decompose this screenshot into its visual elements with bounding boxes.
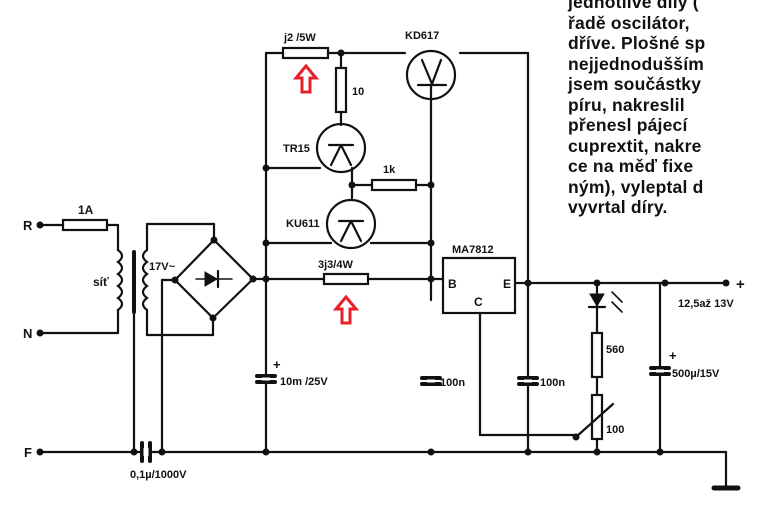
article-line: ným), vyleptal d bbox=[568, 176, 704, 197]
terminal-n-label: N bbox=[23, 326, 32, 341]
highlight-arrow-up-icon bbox=[292, 63, 320, 94]
cap-out-plus-sign: + bbox=[669, 348, 677, 363]
article-line: řadě oscilátor, bbox=[568, 12, 690, 33]
transistor-leg bbox=[329, 143, 343, 167]
terminal-r-label: R bbox=[23, 218, 33, 233]
transformer-secondary bbox=[141, 248, 149, 312]
fuse-label: 1A bbox=[78, 203, 94, 217]
r-10-label: 10 bbox=[352, 86, 364, 98]
r-sense-label: 3j3/4W bbox=[318, 259, 353, 271]
c-100n-b-label: 100n bbox=[540, 377, 565, 389]
highlight-arrow-up-icon bbox=[332, 294, 360, 325]
cap-plus-sign: + bbox=[273, 357, 281, 372]
output-plus-sign: + bbox=[736, 276, 745, 293]
mains-label: síť bbox=[93, 275, 109, 289]
ku611-label: KU611 bbox=[286, 218, 320, 230]
article-line: jsem součástky bbox=[568, 74, 702, 94]
resistor-560 bbox=[590, 331, 604, 379]
output-voltage-label: 12,5až 13V bbox=[678, 298, 734, 310]
c-out-label: 500µ/15V bbox=[672, 368, 720, 380]
kd617-label: KD617 bbox=[405, 30, 439, 42]
article-text: jednotlivé díly ( řadě oscilátor, dříve.… bbox=[568, 0, 780, 218]
reg-pin-e: E bbox=[503, 277, 511, 291]
pot-wiper bbox=[574, 402, 615, 439]
article-line: jednotlivé díly ( bbox=[568, 0, 699, 12]
tr15-label: TR15 bbox=[283, 143, 310, 155]
resistor-10 bbox=[334, 66, 348, 114]
transistor-leg bbox=[430, 58, 443, 86]
transistor-leg bbox=[420, 58, 434, 86]
diode-icon bbox=[204, 271, 218, 287]
article-line: píru, nakreslil bbox=[568, 94, 685, 115]
article-line: vyvrtal díry. bbox=[568, 197, 668, 217]
terminal-f-label: F bbox=[24, 445, 32, 460]
fuse-symbol bbox=[61, 218, 109, 232]
article-line: přenesl pájecí bbox=[568, 115, 688, 135]
regulator-label: MA7812 bbox=[452, 244, 494, 256]
c-100n-a-label: 100n bbox=[440, 377, 465, 389]
resistor-3j3 bbox=[322, 272, 370, 286]
transistor-tr15 bbox=[315, 122, 367, 174]
transistor-ku611 bbox=[325, 198, 377, 250]
transistor-leg bbox=[339, 219, 353, 243]
r-560-label: 560 bbox=[606, 344, 624, 356]
article-line: nejjednodušším bbox=[568, 53, 705, 74]
resistor-j2 bbox=[281, 46, 330, 60]
junction-dots bbox=[36, 49, 730, 456]
r-top-label: j2 /5W bbox=[283, 32, 316, 44]
article-line: cuprextit, nakre bbox=[568, 135, 702, 156]
led-icon bbox=[589, 293, 605, 307]
article-line: ce na měď fixe bbox=[568, 156, 694, 176]
c-mains-label: 0,1µ/1000V bbox=[130, 469, 187, 481]
c-filter-label: 10m /25V bbox=[280, 376, 328, 388]
reg-pin-b: B bbox=[448, 277, 457, 291]
led-light-arrow bbox=[611, 291, 623, 303]
r-1k-label: 1k bbox=[383, 164, 396, 176]
transistor-leg bbox=[349, 219, 363, 243]
transformer-primary bbox=[116, 248, 124, 312]
reg-pin-c: C bbox=[474, 295, 483, 309]
transistor-leg bbox=[339, 143, 353, 167]
pot-100-label: 100 bbox=[606, 424, 624, 436]
led-light-arrow bbox=[611, 301, 623, 313]
secondary-label: 17V~ bbox=[149, 261, 176, 273]
article-line: dříve. Plošné sp bbox=[568, 33, 706, 53]
resistor-1k bbox=[370, 178, 418, 192]
